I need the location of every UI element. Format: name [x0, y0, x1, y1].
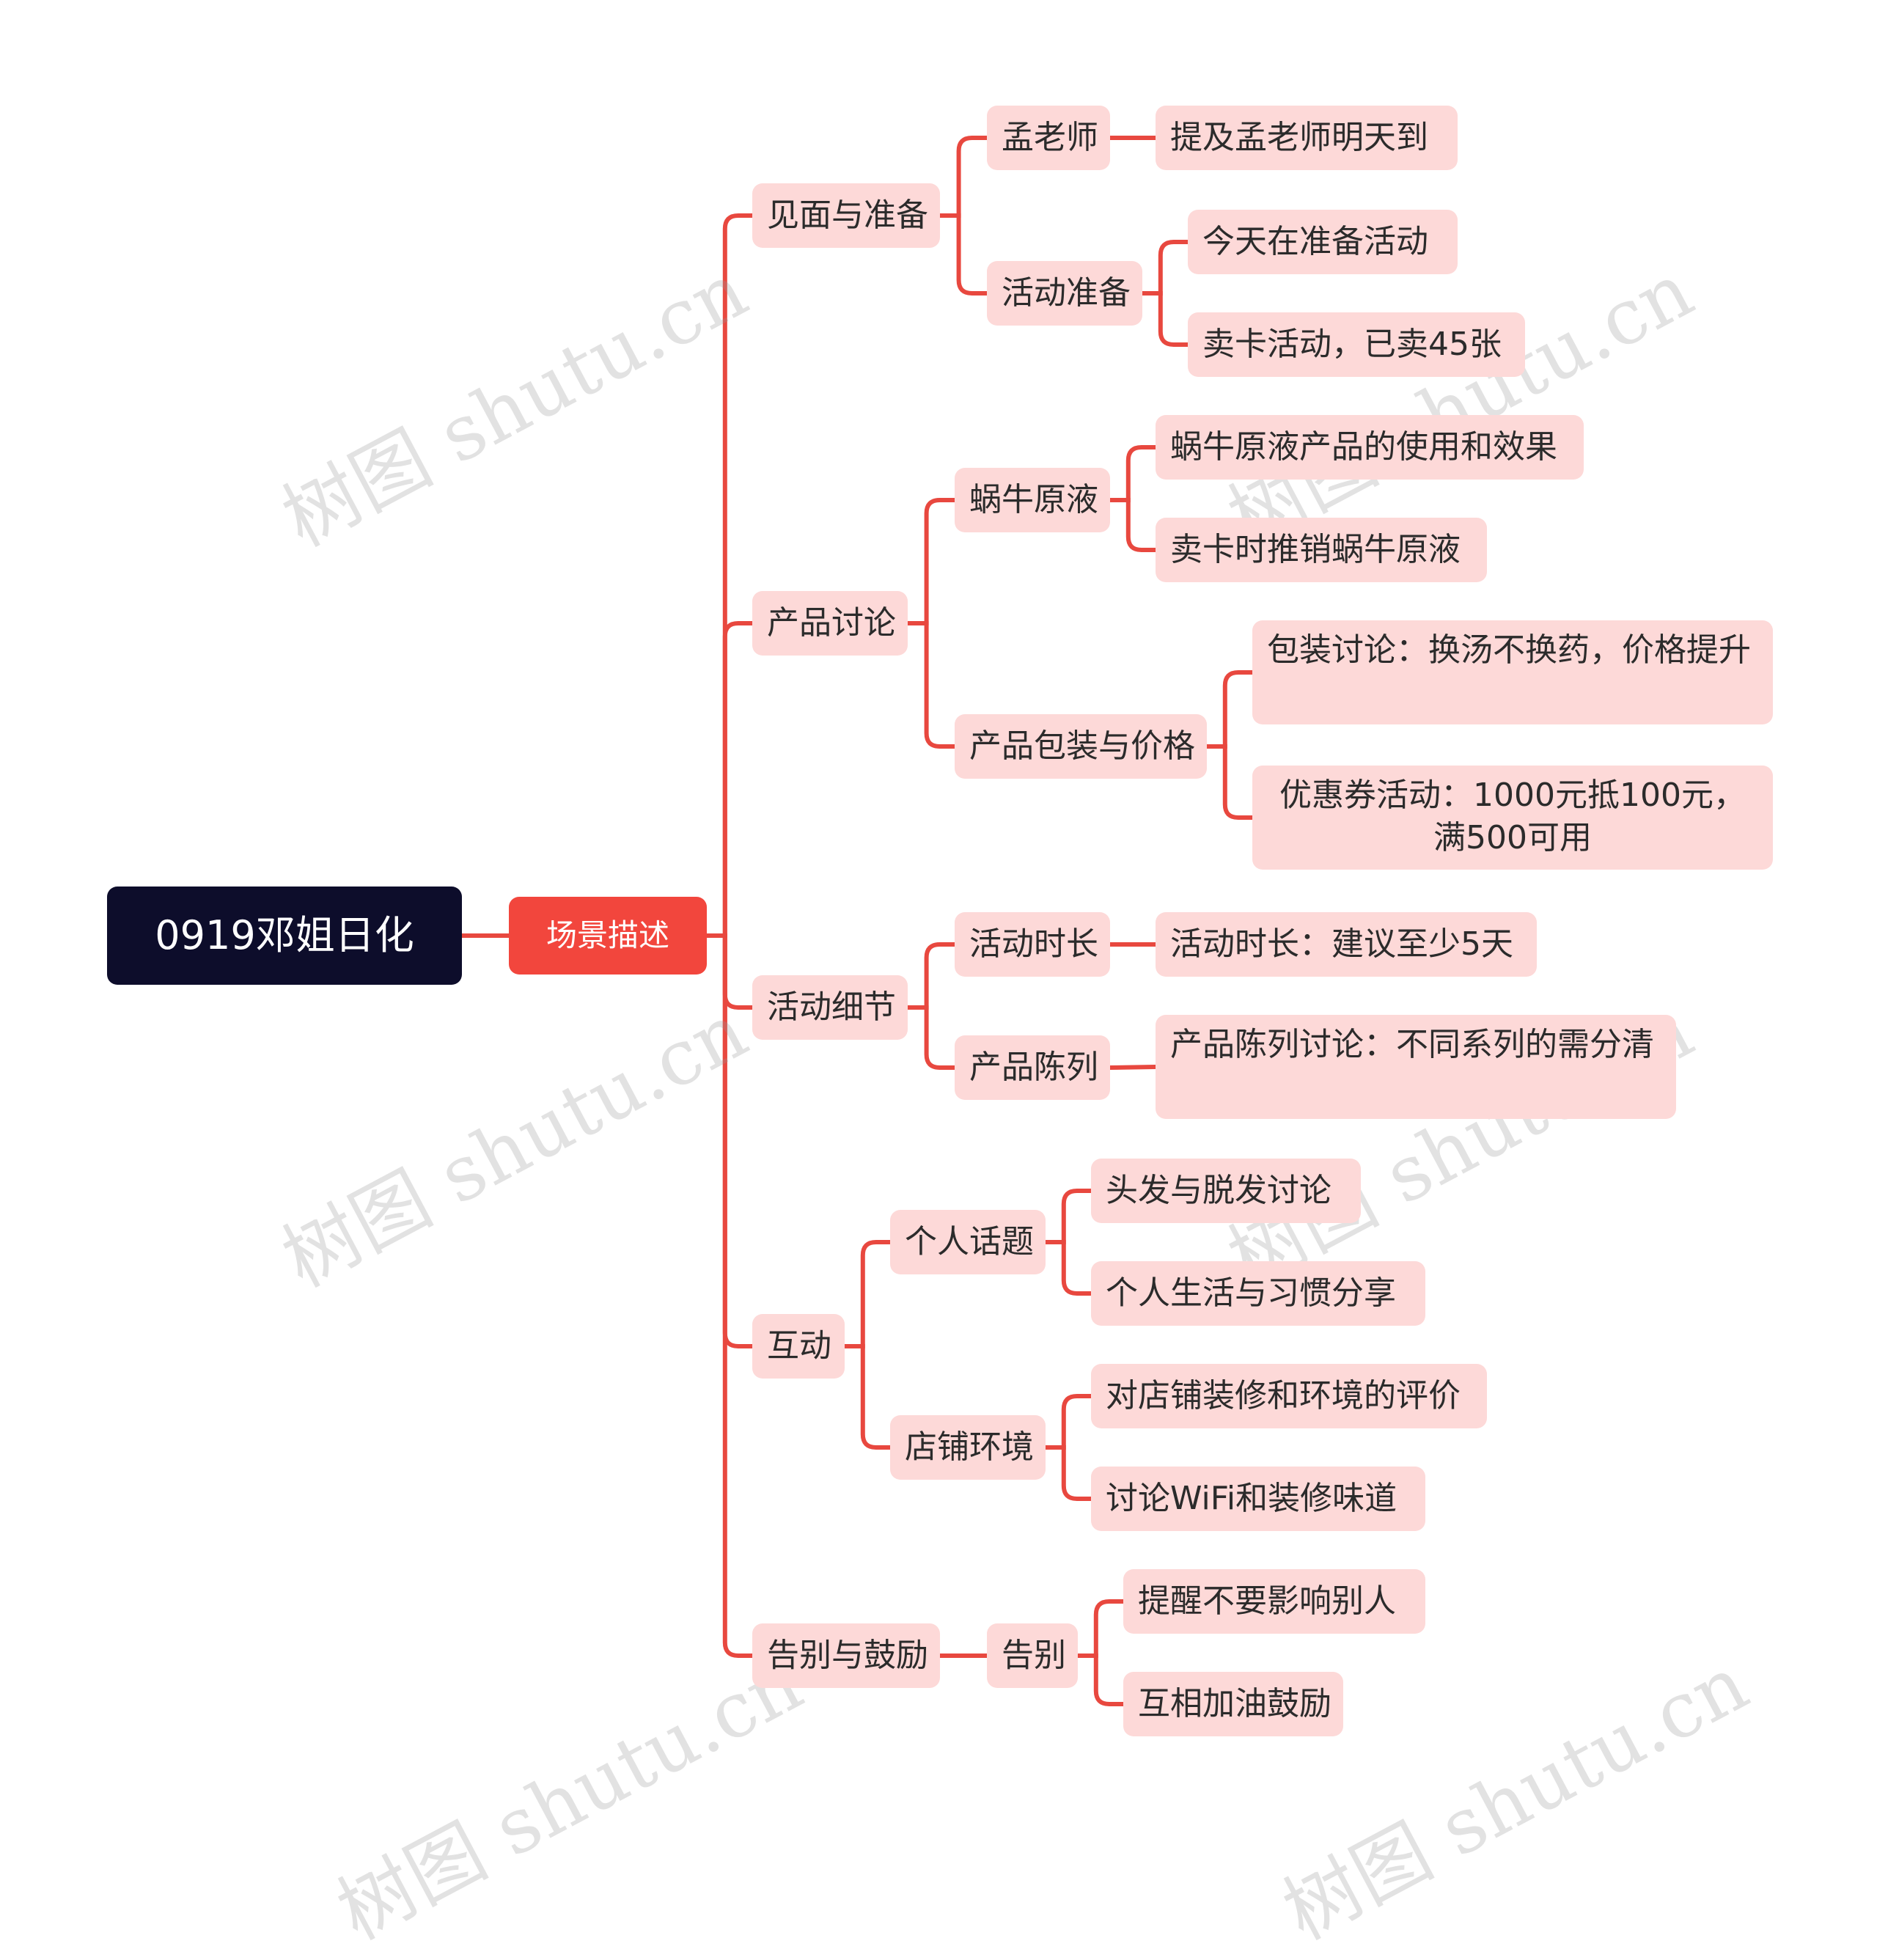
connector-line — [1043, 1394, 1093, 1450]
topic-farewell[interactable]: 告别与鼓励 — [752, 1623, 940, 1688]
leaf-display-discussion[interactable]: 产品陈列讨论：不同系列的需分清 — [1156, 1015, 1676, 1119]
leaf-preparing-today[interactable]: 今天在准备活动 — [1188, 210, 1458, 274]
mind-map: 树图 shutu.cn 树图 shutu.cn 树图 shutu.cn 树图 s… — [107, 106, 1773, 1957]
leaf-card-sales[interactable]: 卖卡活动，已卖45张 — [1188, 312, 1525, 377]
leaf-life-habits[interactable]: 个人生活与习惯分享 — [1091, 1261, 1425, 1326]
topic-meeting[interactable]: 见面与准备 — [752, 183, 940, 248]
leaf-teacher-tomorrow[interactable]: 提及孟老师明天到 — [1156, 106, 1458, 170]
leaf-wifi-smell[interactable]: 讨论WiFi和装修味道 — [1091, 1467, 1425, 1531]
connector-line — [705, 621, 754, 938]
leaf-store-review[interactable]: 对店铺装修和环境的评价 — [1091, 1364, 1487, 1428]
connector-line — [1205, 670, 1255, 749]
connector-line — [1043, 1189, 1093, 1244]
connector-line — [1076, 1653, 1125, 1706]
connector-line — [705, 933, 754, 1010]
connector-line — [1140, 291, 1190, 347]
connector-line — [1108, 1065, 1158, 1070]
connector-line — [1076, 1599, 1125, 1658]
connector-line — [1108, 498, 1158, 552]
sub-packaging-price[interactable]: 产品包装与价格 — [955, 714, 1207, 779]
connector-line — [842, 1344, 892, 1450]
connector-line — [906, 621, 957, 749]
connector-line — [705, 213, 754, 938]
sub-teacher-meng[interactable]: 孟老师 — [987, 106, 1110, 170]
connector-line — [906, 1005, 957, 1070]
root-node[interactable]: 0919邓姐日化 — [107, 887, 462, 985]
connector-line — [842, 1240, 892, 1348]
connector-line — [1108, 445, 1158, 502]
leaf-packaging-discussion[interactable]: 包装讨论：换汤不换药，价格提升 — [1252, 620, 1773, 724]
hub-node[interactable]: 场景描述 — [509, 897, 707, 975]
sub-goodbye[interactable]: 告别 — [987, 1623, 1078, 1688]
leaf-encourage-each-other[interactable]: 互相加油鼓励 — [1123, 1672, 1343, 1736]
connector-lines — [460, 136, 1255, 1706]
leaf-dont-disturb[interactable]: 提醒不要影响别人 — [1123, 1569, 1425, 1634]
leaf-snail-promo[interactable]: 卖卡时推销蜗牛原液 — [1156, 518, 1487, 582]
sub-activity-prep[interactable]: 活动准备 — [987, 261, 1142, 326]
sub-activity-duration[interactable]: 活动时长 — [955, 912, 1110, 977]
connector-line — [1140, 240, 1190, 296]
connector-line — [705, 933, 754, 1348]
connector-line — [1205, 744, 1255, 820]
topic-interaction[interactable]: 互动 — [752, 1314, 845, 1379]
sub-snail-essence[interactable]: 蜗牛原液 — [955, 468, 1110, 532]
connector-line — [906, 498, 957, 625]
topic-activity[interactable]: 活动细节 — [752, 975, 908, 1040]
connector-line — [938, 136, 989, 218]
connector-line — [1043, 1240, 1093, 1296]
connector-line — [906, 942, 957, 1010]
leaf-hair-loss[interactable]: 头发与脱发讨论 — [1091, 1159, 1361, 1223]
leaf-coupon-activity[interactable]: 优惠券活动：1000元抵100元，满500可用 — [1252, 766, 1773, 870]
connector-line — [938, 213, 989, 296]
connector-line — [705, 933, 754, 1658]
sub-product-display[interactable]: 产品陈列 — [955, 1035, 1110, 1100]
leaf-snail-usage[interactable]: 蜗牛原液产品的使用和效果 — [1156, 415, 1584, 480]
topic-product[interactable]: 产品讨论 — [752, 591, 908, 656]
sub-store-environment[interactable]: 店铺环境 — [890, 1415, 1046, 1480]
connector-line — [1043, 1445, 1093, 1501]
leaf-duration-advice[interactable]: 活动时长：建议至少5天 — [1156, 912, 1537, 977]
sub-personal-topics[interactable]: 个人话题 — [890, 1210, 1046, 1274]
